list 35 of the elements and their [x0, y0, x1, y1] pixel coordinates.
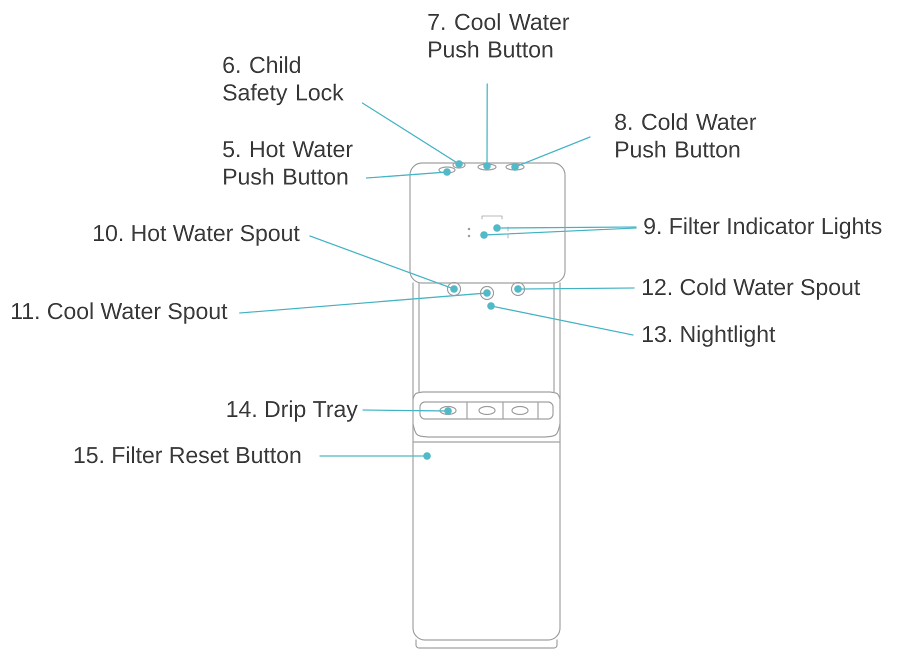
- callout-label: 10. Hot Water Spout: [94, 224, 300, 246]
- callout-label: 13. Nightlight: [642, 325, 776, 347]
- leader-line: [494, 306, 634, 336]
- pointer-dot: [493, 224, 501, 232]
- leader-line: [486, 83, 488, 163]
- callout-label: 15. Filter Reset Button: [74, 446, 300, 464]
- pointer-dot: [511, 163, 519, 171]
- pointer-dot: [444, 407, 452, 415]
- pointer-dot: [450, 285, 458, 293]
- leader-line: [521, 287, 635, 290]
- pointer-dot: [455, 160, 463, 168]
- callout-label: 7. Cool Water Push Button: [428, 13, 570, 58]
- leader-line: [362, 102, 456, 163]
- leader-line: [487, 227, 637, 236]
- pointer-dot: [487, 302, 495, 310]
- callout-label: 9. Filter Indicator Lights: [644, 217, 882, 239]
- callout-label: 6. Child Safety Lock: [223, 56, 344, 106]
- callout-label: 11. Cool Water Spout: [12, 302, 228, 324]
- leader-line: [500, 226, 637, 229]
- leader-line: [518, 136, 591, 166]
- pointer-dot: [483, 289, 491, 297]
- callout-label: 12. Cold Water Spout: [642, 278, 860, 300]
- pointer-dot: [423, 452, 431, 460]
- pointer-dot: [443, 168, 451, 176]
- leader-line: [366, 172, 444, 179]
- leader-line: [309, 235, 451, 288]
- pointer-dot: [480, 231, 488, 239]
- pointer-dot: [483, 162, 491, 170]
- leader-line: [239, 292, 484, 314]
- callout-label: 8. Cold Water Push Button: [615, 113, 756, 158]
- leader-line: [362, 409, 445, 412]
- leader-line: [319, 455, 424, 457]
- pointer-dot: [514, 285, 522, 293]
- callout-label: 14. Drip Tray: [228, 400, 358, 422]
- callout-label: 5. Hot Water Push Button: [223, 141, 353, 185]
